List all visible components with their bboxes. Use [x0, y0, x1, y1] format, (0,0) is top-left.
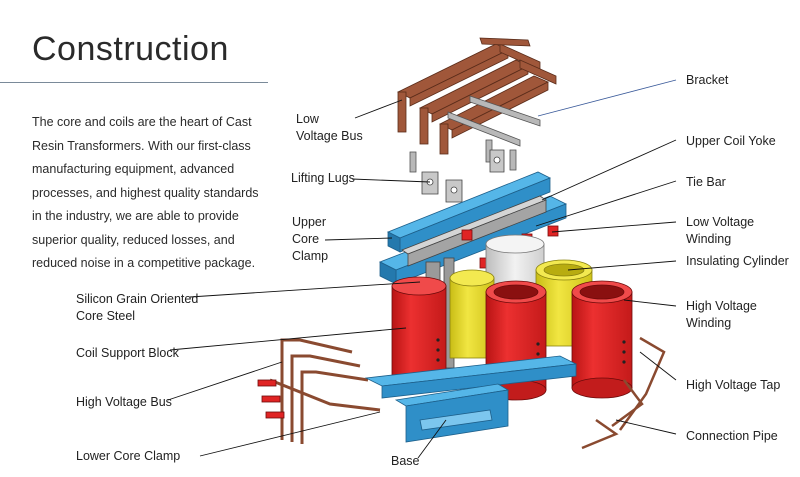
label-high-voltage-bus: High Voltage Bus — [76, 395, 172, 409]
label-connection-pipe: Connection Pipe — [686, 429, 778, 443]
label-tie-bar: Tie Bar — [686, 175, 726, 189]
label-high-voltage-tap: High Voltage Tap — [686, 378, 781, 392]
high-voltage-tap — [436, 338, 626, 364]
upper-coil-yoke — [401, 195, 547, 267]
title-divider — [0, 82, 268, 83]
leader-lines — [167, 79, 677, 459]
high-voltage-bus — [269, 338, 381, 444]
connection-pipe — [581, 336, 666, 450]
label-upper-core-clamp: Upper Core Clamp — [292, 215, 329, 263]
label-high-voltage-winding: High Voltage Winding — [686, 299, 757, 330]
label-upper-coil-yoke: Upper Coil Yoke — [686, 134, 776, 148]
label-silicon-core-steel: Silicon Grain Oriented Core Steel — [76, 292, 199, 323]
page-title: Construction — [32, 30, 229, 68]
bracket — [409, 95, 541, 173]
label-low-voltage-winding: Low Voltage Winding — [686, 215, 755, 246]
base — [394, 383, 510, 443]
label-low-voltage-bus: Low Voltage Bus — [296, 112, 363, 143]
label-lifting-lugs: Lifting Lugs — [291, 171, 355, 185]
high-voltage-winding — [391, 276, 633, 401]
lower-core-clamp — [364, 355, 578, 399]
high-voltage-bus-terminals — [257, 379, 285, 419]
intro-paragraph: The core and coils are the heart of Cast… — [32, 115, 259, 270]
label-bracket: Bracket — [686, 73, 729, 87]
label-lower-core-clamp: Lower Core Clamp — [76, 449, 181, 463]
label-insulating-cylinder: Insulating Cylinder — [686, 254, 789, 268]
label-coil-support-block: Coil Support Block — [76, 346, 179, 360]
low-voltage-bus — [397, 37, 557, 155]
label-base: Base — [391, 454, 420, 468]
